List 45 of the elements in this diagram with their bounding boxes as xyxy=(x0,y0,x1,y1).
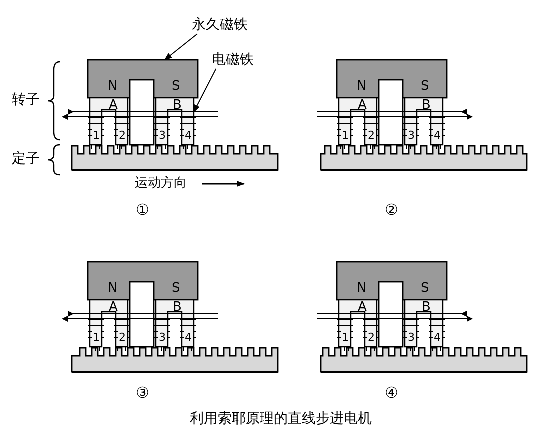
pole-letter: N xyxy=(357,80,367,93)
coil-number: 2 xyxy=(367,331,376,344)
coil-number: 3 xyxy=(158,129,167,142)
pole-letter: N xyxy=(108,80,118,93)
pole-letter: B xyxy=(173,301,182,314)
pole-letter: B xyxy=(422,99,431,112)
pole-letter: S xyxy=(421,282,430,295)
coil-number: 4 xyxy=(433,331,442,344)
panel-number: ① xyxy=(136,203,150,218)
coil-number: 2 xyxy=(118,331,127,344)
panel-number: ③ xyxy=(136,386,150,401)
coil-number: 1 xyxy=(341,331,350,344)
pole-letter: A xyxy=(109,99,118,112)
coil-number: 2 xyxy=(367,129,376,142)
coil-number: 1 xyxy=(92,331,101,344)
rotor-label: 转子 xyxy=(12,93,40,107)
pole-letter: N xyxy=(108,282,118,295)
pole-letter: S xyxy=(421,80,430,93)
coil-number: 1 xyxy=(92,129,101,142)
coil-number: 4 xyxy=(184,129,193,142)
panel-number: ④ xyxy=(385,386,398,401)
coil-number: 3 xyxy=(407,129,416,142)
panel-number: ② xyxy=(385,203,398,218)
pole-letter: S xyxy=(172,282,180,295)
coil-number: 3 xyxy=(407,331,416,344)
stator-label: 定子 xyxy=(12,152,40,166)
coil-number: 2 xyxy=(118,129,127,142)
coil-number: 4 xyxy=(184,331,193,344)
part-label: 电磁铁 xyxy=(212,53,254,67)
part-label: 永久磁铁 xyxy=(192,18,248,32)
permanent-magnet xyxy=(87,59,199,99)
pole-letter: A xyxy=(358,301,367,314)
pole-letter: A xyxy=(109,301,118,314)
coil-number: 3 xyxy=(158,331,167,344)
coil-number: 4 xyxy=(433,129,442,142)
pole-letter: N xyxy=(357,282,367,295)
pole-letter: B xyxy=(173,99,182,112)
leader-line xyxy=(164,34,198,61)
pole-letter: B xyxy=(422,301,431,314)
coil-number: 1 xyxy=(341,129,350,142)
direction-label: 运动方向 xyxy=(135,177,187,190)
pole-letter: A xyxy=(358,99,367,112)
caption: 利用索耶原理的直线步进电机 xyxy=(190,412,372,426)
leader-line xyxy=(194,68,217,113)
pole-letter: S xyxy=(172,80,180,93)
